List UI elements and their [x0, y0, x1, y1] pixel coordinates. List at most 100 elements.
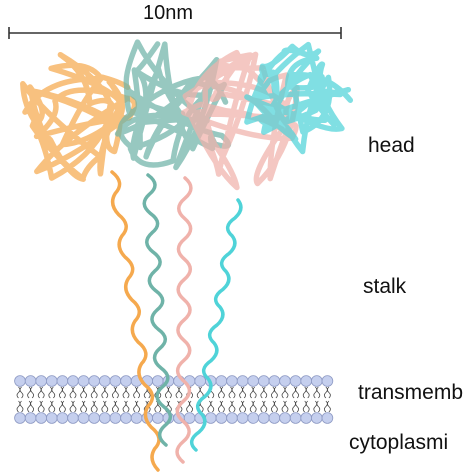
lipid-tail — [249, 386, 254, 399]
lipid-tail — [242, 400, 246, 413]
lipid-tail — [231, 386, 236, 399]
lipid-head — [67, 375, 79, 387]
lipid-tail — [305, 400, 310, 413]
lipid-tail — [175, 386, 180, 399]
lipid-tail — [48, 386, 53, 399]
lipid-tail — [281, 400, 286, 413]
lipid-head — [321, 375, 334, 387]
lipid-head — [236, 412, 249, 424]
lipid-tail — [271, 386, 275, 399]
lipid-head — [226, 412, 238, 424]
lipid-tail — [327, 386, 331, 399]
lipid-tail — [252, 400, 257, 413]
lipid-tail — [27, 400, 31, 413]
lipid-tail — [115, 386, 119, 399]
lipid-tail — [274, 400, 278, 413]
lipid-tail — [93, 400, 98, 413]
lipid-tail — [37, 386, 42, 399]
lipid-head — [289, 412, 302, 424]
protein-stalk-orange — [110, 170, 161, 472]
protein-heads — [20, 39, 354, 191]
lipid-tail — [59, 400, 63, 413]
lipid-tail — [260, 386, 265, 399]
lipid-tail — [133, 386, 137, 399]
lipid-tail — [316, 400, 321, 413]
lipid-tail — [93, 386, 98, 399]
lipid-head — [120, 412, 132, 424]
lipid-tail — [239, 400, 243, 413]
lipid-tail — [133, 400, 137, 413]
lipid-tail — [37, 400, 42, 413]
lipid-tail — [83, 400, 87, 413]
lipid-tail — [48, 400, 53, 413]
lipid-tail — [101, 400, 106, 413]
lipid-head — [310, 412, 323, 424]
lipid-tail — [125, 400, 130, 413]
lipid-tail — [83, 386, 87, 399]
transmembrane-label: transmemb — [358, 381, 464, 404]
lipid-tail — [281, 386, 286, 399]
lipid-tail — [101, 386, 106, 399]
lipid-head — [289, 375, 302, 387]
lipid-tail — [165, 386, 169, 399]
lipid-head — [99, 375, 111, 387]
lipid-tail — [327, 400, 331, 413]
lipid-head — [268, 375, 281, 387]
lipid-tail — [115, 400, 119, 413]
lipid-tail — [136, 400, 140, 413]
lipid-tail — [284, 386, 289, 399]
lipid-tail — [186, 400, 190, 413]
lipid-tail — [72, 386, 77, 399]
lipid-head — [247, 412, 260, 424]
lipid-head — [88, 375, 100, 387]
lipid-head — [279, 375, 291, 387]
lipid-head — [56, 412, 69, 424]
lipid-tail — [40, 386, 45, 399]
lipid-tail — [59, 386, 63, 399]
lipid-tail — [122, 386, 127, 399]
lipid-tail — [168, 386, 172, 399]
lipid-tail — [125, 386, 130, 399]
lipid-head — [45, 375, 58, 387]
lipid-head — [109, 412, 122, 424]
lipid-tail — [30, 400, 34, 413]
lipid-tail — [295, 386, 299, 399]
lipid-tail — [122, 400, 127, 413]
lipid-tail — [69, 400, 74, 413]
lipid-tail — [207, 400, 212, 413]
protein-stalks — [110, 170, 243, 472]
lipid-head — [236, 375, 249, 387]
lipid-tail — [242, 386, 246, 399]
lipid-tail — [316, 386, 321, 399]
lipid-tail — [72, 400, 77, 413]
lipid-tail — [313, 386, 318, 399]
lipid-head — [152, 412, 164, 424]
lipid-tail — [302, 386, 307, 399]
protein-head-cyan — [244, 41, 354, 155]
lipid-tail — [154, 400, 159, 413]
lipid-tail — [112, 400, 116, 413]
lipid-tail — [104, 400, 109, 413]
lipid-tail — [221, 400, 225, 413]
lipid-tail — [239, 386, 243, 399]
lipid-head — [152, 375, 164, 387]
scale-bar-label: 10nm — [143, 2, 194, 24]
lipid-tail — [112, 386, 116, 399]
lipid-head — [24, 412, 37, 424]
lipid-tail — [30, 386, 34, 399]
lipid-head — [215, 412, 228, 424]
lipid-tail — [136, 386, 140, 399]
cytoplasmic-label: cytoplasmi — [349, 431, 449, 454]
lipid-head — [109, 375, 122, 387]
lipid-tail — [16, 400, 21, 413]
lipid-head — [194, 375, 207, 387]
lipid-head — [14, 412, 26, 424]
lipid-tail — [313, 400, 318, 413]
lipid-head — [247, 375, 260, 387]
lipid-tail — [221, 386, 225, 399]
lipid-head — [14, 375, 26, 387]
lipid-tail — [80, 400, 84, 413]
lipid-tail — [274, 386, 278, 399]
lipid-tail — [228, 400, 233, 413]
